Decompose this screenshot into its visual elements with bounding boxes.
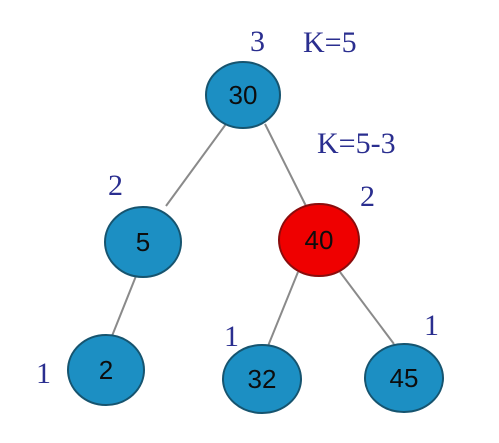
node-circle-45 (364, 343, 444, 413)
edge-40-45 (339, 271, 395, 345)
tree-node-2: 2 (67, 334, 145, 406)
node-circle-40 (278, 203, 360, 277)
node-value-30: 30 (229, 80, 258, 110)
tree-node-45: 45 (364, 343, 444, 413)
node-value-32: 32 (248, 364, 277, 394)
node-circle-5 (104, 206, 182, 278)
size-label-2: 1 (36, 357, 51, 390)
size-label-30: 3 (250, 25, 265, 58)
node-value-40: 40 (305, 225, 334, 255)
node-circle-30 (205, 61, 281, 129)
node-circle-2 (67, 334, 145, 406)
tree-node-30: 30 (205, 61, 281, 129)
edge-40-32 (267, 271, 299, 347)
node-value-45: 45 (390, 363, 419, 393)
node-circle-32 (222, 344, 302, 414)
edge-5-2 (111, 275, 137, 337)
edge-30-40 (264, 123, 307, 207)
tree-node-40: 40 (278, 203, 360, 277)
k-initial-label: K=5 (303, 26, 357, 59)
tree-edges (111, 123, 395, 347)
size-label-5: 2 (108, 169, 123, 202)
node-value-2: 2 (99, 355, 113, 385)
edge-30-5 (165, 123, 227, 207)
size-label-45: 1 (424, 309, 439, 342)
k-update-label: K=5-3 (317, 127, 396, 160)
node-value-5: 5 (136, 227, 150, 257)
size-label-32: 1 (224, 320, 239, 353)
tree-node-5: 5 (104, 206, 182, 278)
tree-node-32: 32 (222, 344, 302, 414)
size-label-40: 2 (360, 180, 375, 213)
